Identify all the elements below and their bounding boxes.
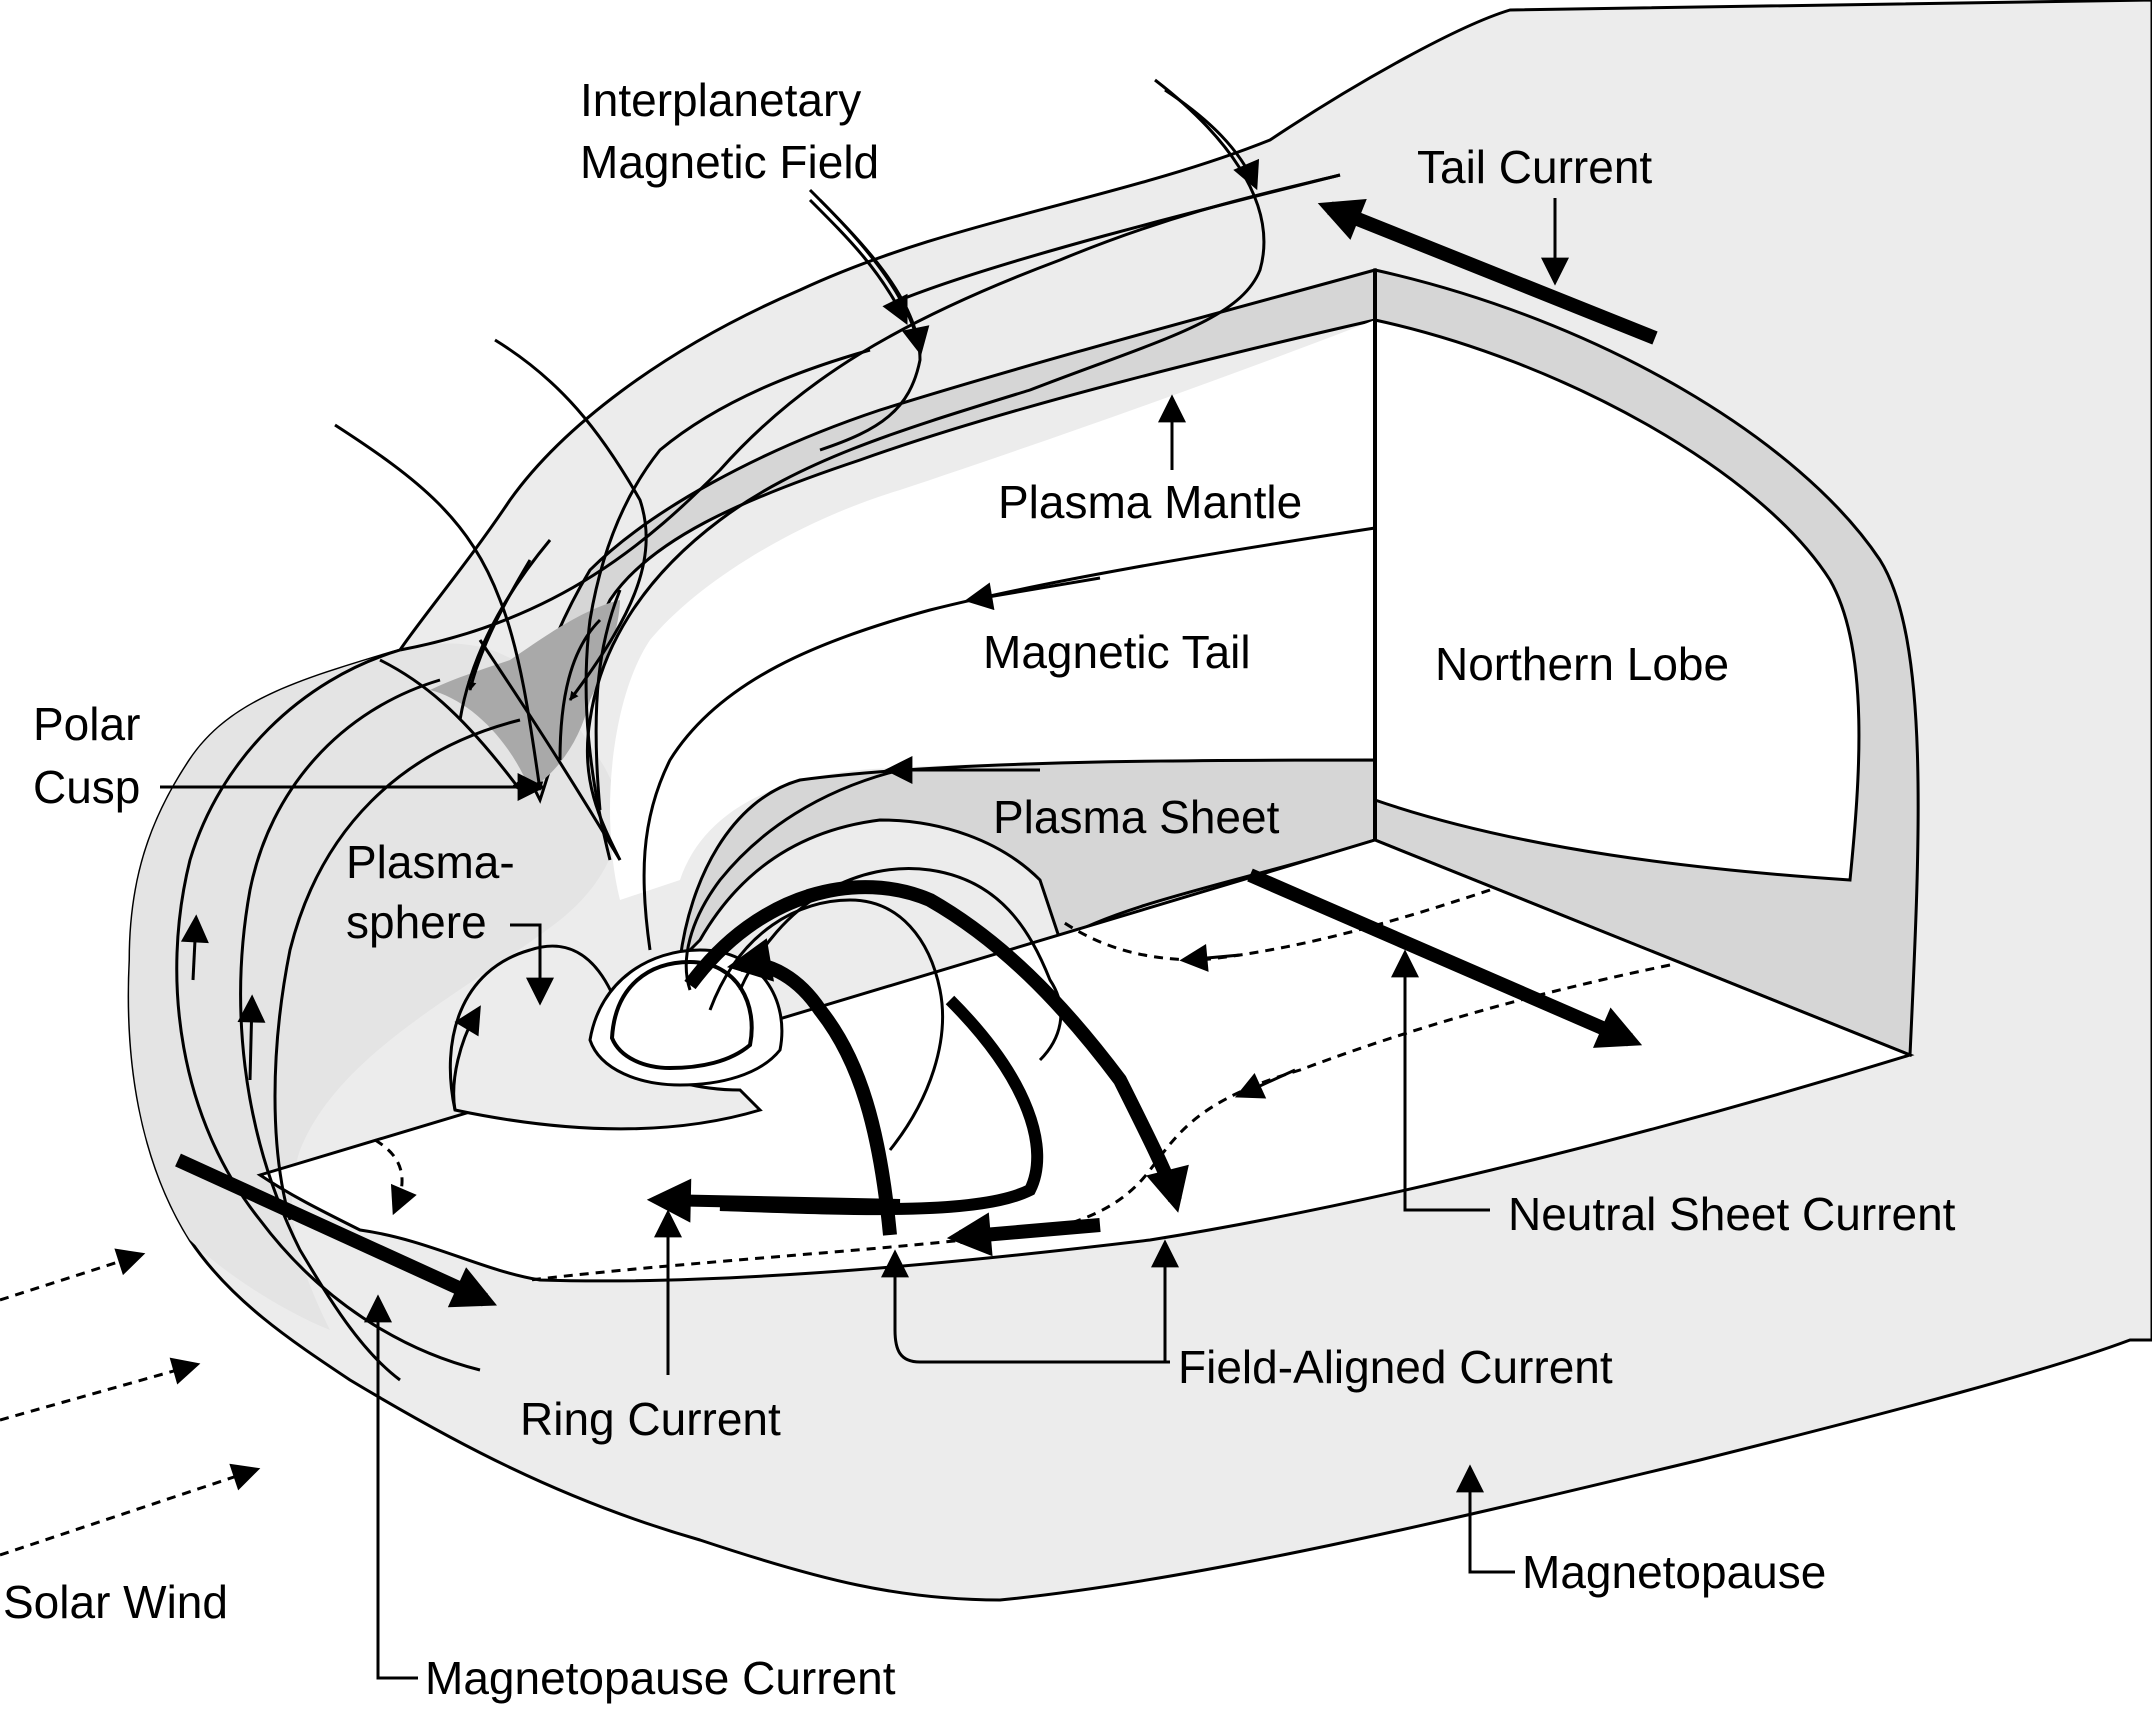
dayside-magnetosheath bbox=[129, 643, 619, 1330]
label-magnetopause: Magnetopause bbox=[1522, 1546, 1826, 1598]
dayside-arrow-2 bbox=[237, 994, 266, 1081]
interplanetary-leader bbox=[808, 198, 908, 326]
label-neutral-sheet-current: Neutral Sheet Current bbox=[1508, 1188, 1956, 1240]
field-aligned-current-arc-2 bbox=[726, 938, 897, 1236]
earth bbox=[609, 959, 754, 1071]
solar-wind-arrows bbox=[0, 1248, 261, 1557]
label-plasma-mantle: Plasma Mantle bbox=[998, 476, 1302, 528]
plasmasphere-flow-arrow bbox=[452, 1005, 481, 1111]
cusp-field-lines bbox=[334, 338, 648, 861]
field-aligned-current-return-arrow bbox=[946, 1212, 1101, 1257]
label-tail-current: Tail Current bbox=[1417, 141, 1652, 193]
plasma-sheet-field-line bbox=[684, 768, 1040, 991]
ring-current-arrow bbox=[646, 1178, 901, 1223]
equatorial-plane bbox=[256, 838, 1915, 1283]
field-aligned-leader bbox=[881, 1249, 1170, 1364]
label-plasmasphere-line1: Plasma- bbox=[346, 836, 515, 888]
neutral-sheet-current-arrow bbox=[1247, 868, 1643, 1048]
neutral-sheet-dashed-arrow-1 bbox=[1179, 944, 1241, 972]
dayside-field-line-inner bbox=[273, 718, 521, 1221]
label-northern-lobe: Northern Lobe bbox=[1435, 638, 1729, 690]
label-magnetic-tail: Magnetic Tail bbox=[983, 626, 1251, 678]
label-polar-cusp-line2: Cusp bbox=[33, 761, 140, 813]
label-plasmasphere-line2: sphere bbox=[346, 896, 487, 948]
tail-line-arrow bbox=[964, 576, 1101, 611]
label-polar-cusp-line1: Polar bbox=[33, 698, 140, 750]
plasma-sheet-band bbox=[677, 758, 1377, 965]
tail-current-arrow bbox=[1317, 199, 1658, 345]
label-interplanetary-line2: Magnetic Field bbox=[580, 136, 879, 188]
neutral-sheet-dashed-arrow-2 bbox=[1234, 1068, 1296, 1099]
neutral-sheet-leader bbox=[1391, 949, 1490, 1212]
imf-arrow-1 bbox=[1164, 88, 1260, 191]
imf-arrow-2 bbox=[818, 198, 930, 356]
magnetopause-current-arrow bbox=[175, 1153, 498, 1308]
label-magnetopause-current: Magnetopause Current bbox=[425, 1652, 896, 1704]
magnetopause-current-leader bbox=[364, 1294, 418, 1680]
field-aligned-current-arc-1 bbox=[684, 880, 1189, 1213]
label-plasma-sheet: Plasma Sheet bbox=[993, 791, 1280, 843]
dayside-field-line-outer bbox=[175, 648, 481, 1372]
label-field-aligned-current: Field-Aligned Current bbox=[1178, 1341, 1613, 1393]
front-dashed-arc bbox=[374, 1138, 417, 1216]
dayside-arrow-1 bbox=[180, 914, 209, 981]
plasmasphere-leader bbox=[510, 923, 554, 1006]
label-ring-current: Ring Current bbox=[520, 1393, 781, 1445]
magnetopause-leader bbox=[1456, 1464, 1515, 1574]
label-solar-wind: Solar Wind bbox=[3, 1576, 228, 1628]
neutral-sheet-dashed-2 bbox=[529, 963, 1671, 1282]
label-interplanetary-line1: Interplanetary bbox=[580, 74, 861, 126]
northern-lobe-face bbox=[1373, 318, 1861, 882]
